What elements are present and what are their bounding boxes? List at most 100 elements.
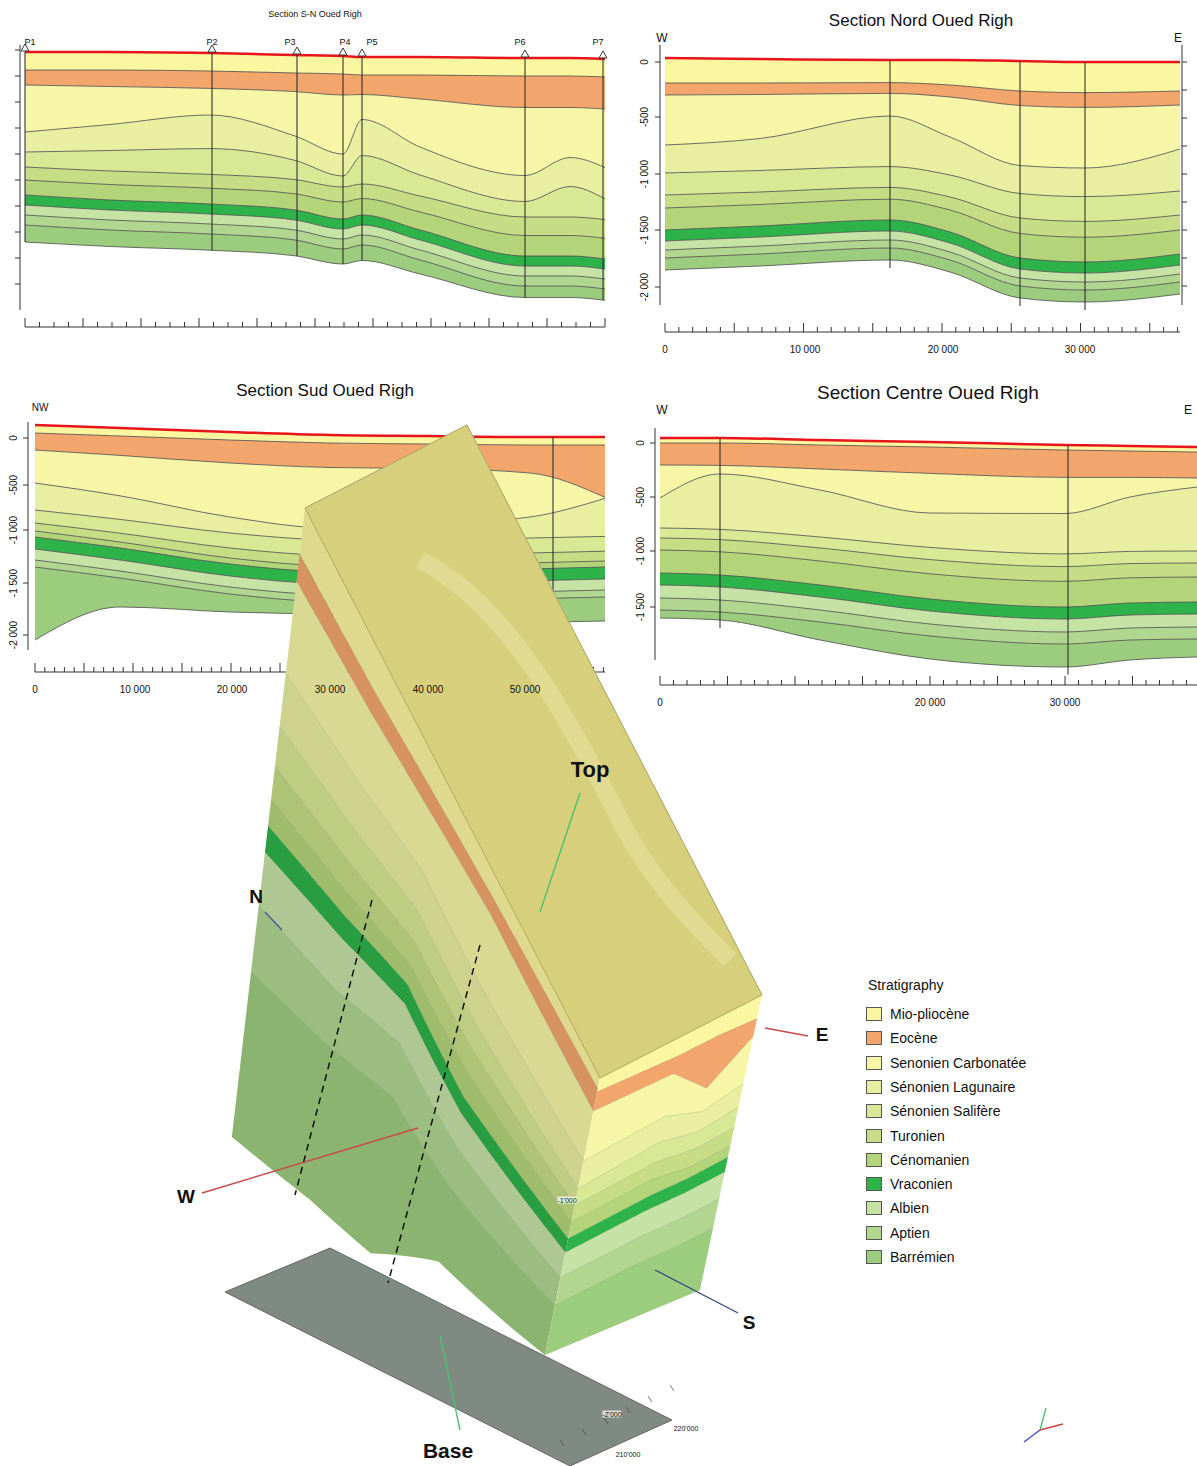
axis-tick: 10 000 (790, 345, 821, 355)
axis-tick: -1 500 (9, 569, 19, 597)
axis-tick: -2 000 (640, 273, 650, 301)
legend-swatch (866, 1056, 882, 1070)
strata-boundary (665, 167, 1180, 197)
orientation-axis (202, 1128, 418, 1193)
section-title: Section Sud Oued Righ (236, 382, 414, 399)
legend-title: Stratigraphy (868, 978, 943, 992)
strata-boundary (665, 199, 1180, 237)
well-line (890, 60, 891, 268)
well-line (25, 52, 26, 242)
axes (15, 45, 1197, 685)
strata-layer (665, 248, 1180, 302)
strata-boundary (660, 465, 1197, 478)
well-label: P5 (366, 38, 377, 47)
strata-boundary (665, 248, 1180, 290)
axis-tick: -500 (640, 107, 650, 127)
well-symbol (293, 47, 301, 54)
block-diagram (202, 425, 1063, 1466)
top-surface (305, 425, 762, 1078)
axis-tick: 40 000 (413, 685, 444, 695)
legend-label: Turonien (890, 1129, 945, 1143)
axis-tick: -1 000 (636, 537, 646, 565)
legend-label: Eocène (890, 1031, 937, 1045)
legend-label: Sénonien Salifère (890, 1104, 1001, 1118)
strata-boundary (35, 450, 605, 497)
well-line (343, 56, 344, 264)
axis-tick: 20 000 (928, 345, 959, 355)
legend-label: Senonien Carbonatée (890, 1056, 1026, 1070)
section-title: Section Nord Oued Righ (829, 12, 1013, 29)
well-line (603, 59, 604, 300)
section-title: Section Centre Oued Righ (817, 383, 1039, 402)
well-label: P1 (24, 38, 35, 47)
orientation-axis (265, 912, 282, 930)
legend-label: Aptien (890, 1226, 930, 1240)
well-label: P7 (592, 38, 603, 47)
orientation-axis (440, 1335, 460, 1430)
legend-label: Sénonien Lagunaire (890, 1080, 1015, 1094)
legend-swatch (866, 1129, 882, 1143)
ground-surface (660, 438, 1197, 447)
well-symbol (521, 50, 529, 57)
axis-tick: -1 500 (636, 593, 646, 621)
ground-surface (35, 425, 605, 437)
legend-swatch (866, 1177, 882, 1191)
cross-section (660, 438, 1197, 675)
compass-label: N (249, 887, 263, 906)
cross-section (665, 58, 1180, 310)
axis-tick: -1 000 (640, 160, 650, 188)
axis-tick: 0 (32, 685, 38, 695)
depth-tick: -1'000 (557, 1197, 576, 1204)
direction-label: E (1184, 404, 1192, 416)
block-layer (545, 1228, 713, 1355)
well-line (1020, 61, 1021, 306)
block-layer (232, 971, 555, 1355)
compass-label: W (177, 1187, 195, 1206)
strata-boundary (665, 187, 1180, 221)
strata-boundary (665, 260, 1180, 302)
direction-label: W (656, 404, 667, 416)
strata-boundary (665, 83, 1180, 93)
cross-section (21, 44, 607, 300)
axis-tick: 0 (662, 345, 668, 355)
axis-name: Top (571, 759, 610, 781)
strata-boundary (665, 240, 1180, 282)
compass-label: E (816, 1025, 829, 1044)
axis-name: Base (423, 1440, 473, 1461)
well-line (720, 438, 721, 628)
legend-label: Albien (890, 1201, 929, 1215)
strata-boundary (25, 215, 605, 279)
section-title: Section S-N Oued Righ (268, 10, 362, 19)
strata-boundary (660, 474, 1197, 514)
strata-boundary (665, 116, 1180, 168)
strata-boundary (25, 167, 605, 220)
strata-boundary (25, 85, 605, 109)
strata-boundary (660, 443, 1197, 452)
axis-tick: 10 000 (120, 685, 151, 695)
axis-tick: 20 000 (915, 698, 946, 708)
strata-boundary (25, 70, 605, 77)
orientation-axis (1024, 1430, 1040, 1442)
direction-label: NW (32, 403, 49, 413)
strata-boundary (665, 93, 1180, 107)
legend-swatch (866, 1031, 882, 1045)
well-label: P4 (339, 38, 350, 47)
axis-tick: -500 (9, 475, 19, 495)
compass-label: S (743, 1313, 756, 1332)
legend-swatch (866, 1153, 882, 1167)
well-symbol (599, 51, 607, 58)
axis-tick: -2 000 (9, 621, 19, 649)
well-line (525, 58, 526, 298)
strata-layer (660, 610, 1197, 667)
well-line (1085, 62, 1086, 310)
legend-label: Barrémien (890, 1250, 955, 1264)
legend-swatch (866, 1080, 882, 1094)
section-trace (295, 900, 480, 1283)
well-line (1068, 445, 1069, 675)
well-label: P6 (514, 38, 525, 47)
coordinate-tick: 210'000 (616, 1451, 641, 1458)
legend-swatch (866, 1007, 882, 1021)
legend-swatch (866, 1104, 882, 1118)
orientation-axis (765, 1028, 808, 1036)
strata-boundary (665, 220, 1180, 262)
